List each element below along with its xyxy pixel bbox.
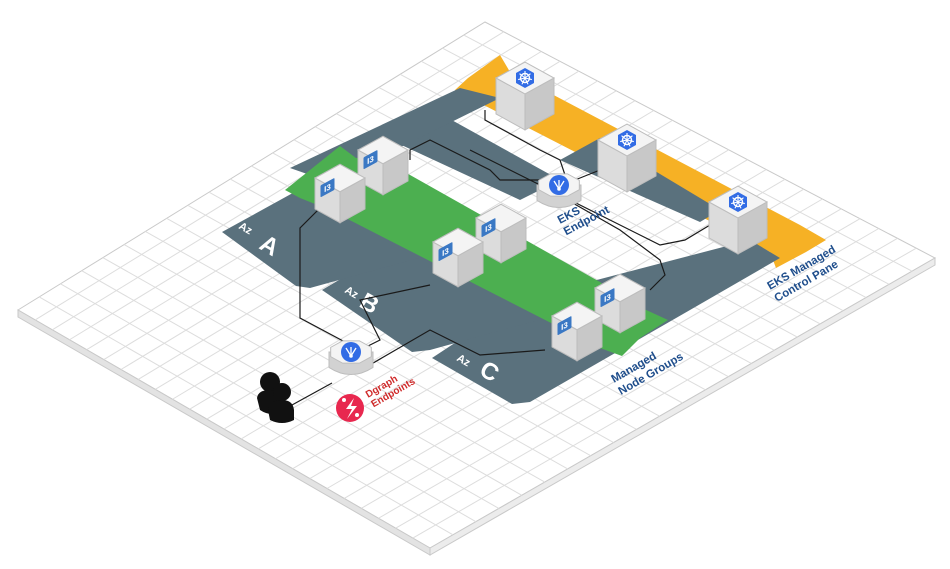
dgraph-icon	[336, 394, 364, 422]
load-balancer-icon	[341, 342, 361, 362]
dgraph-endpoint-icon-anchor	[341, 342, 361, 362]
load-balancer-icon	[549, 175, 569, 195]
eks-endpoint-icon-anchor	[549, 175, 569, 195]
